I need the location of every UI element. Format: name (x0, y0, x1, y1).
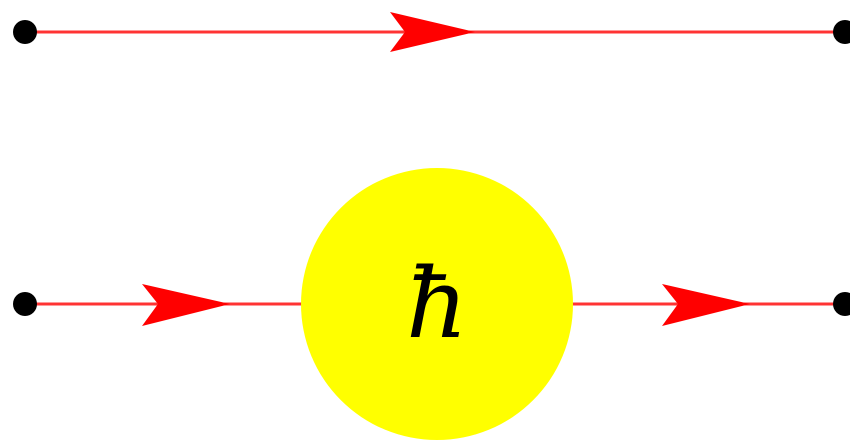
top-path-arrowhead-icon (390, 12, 475, 52)
bottom-path-start-point (13, 292, 37, 316)
bottom-path: ħ (13, 168, 850, 440)
interaction-node-label: ħ (406, 248, 468, 360)
bottom-path-right-arrowhead-icon (662, 284, 750, 326)
bottom-path-left-arrowhead-icon (142, 284, 230, 326)
bottom-path-end-point (833, 292, 850, 316)
top-path-start-point (13, 20, 37, 44)
interaction-node: ħ (301, 168, 573, 440)
top-path (13, 12, 850, 52)
interaction-node-circle (301, 168, 573, 440)
top-path-end-point (833, 20, 850, 44)
